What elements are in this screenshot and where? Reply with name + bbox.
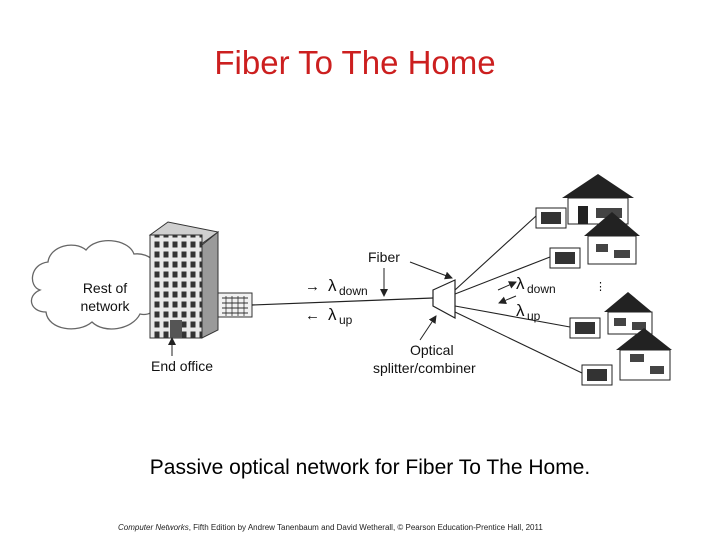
splitter-pointer (419, 315, 437, 341)
house-1 (535, 174, 634, 229)
fiber-pointer-right (409, 261, 453, 280)
end-office-building (148, 221, 220, 339)
svg-text:down: down (339, 284, 368, 298)
svg-text:λ: λ (516, 274, 525, 293)
svg-text:up: up (339, 313, 353, 327)
fiber-label: Fiber (368, 249, 400, 265)
rest-of-network-cloud: Rest of network (30, 239, 162, 330)
splitter-label-line2: splitter/combiner (373, 360, 476, 376)
svg-text:up: up (527, 309, 541, 323)
house-4 (581, 328, 672, 386)
end-office-label: End office (151, 358, 213, 374)
optical-splitter (432, 279, 456, 320)
right-up-wavelength: λ up (498, 295, 541, 323)
footer-book-title: Computer Networks (118, 523, 189, 532)
splitter-label-line1: Optical (410, 342, 454, 358)
optical-line-terminal (217, 292, 253, 318)
svg-text:λ: λ (328, 305, 337, 324)
house-3 (569, 292, 653, 339)
left-down-wavelength: → λ down (305, 276, 368, 298)
pon-diagram: Rest of network End office → λ down ← λ … (30, 174, 672, 386)
svg-text:down: down (527, 282, 556, 296)
footer-citation: Computer Networks, Fifth Edition by Andr… (118, 523, 543, 532)
more-houses-ellipsis: ⋮ (595, 281, 606, 293)
svg-text:λ: λ (516, 301, 525, 320)
house-2 (549, 212, 640, 269)
figure-caption: Passive optical network for Fiber To The… (149, 456, 591, 479)
slide-title: Fiber To The Home (214, 44, 496, 81)
left-down-arrow-glyph: → (305, 278, 320, 295)
trunk-fiber (251, 297, 434, 306)
svg-text:λ: λ (328, 276, 337, 295)
left-up-wavelength: ← λ up (305, 305, 353, 327)
distribution-fibers (454, 215, 583, 374)
footer-rest: , Fifth Edition by Andrew Tanenbaum and … (188, 523, 543, 532)
cloud-label-line1: Rest of (83, 280, 127, 296)
left-up-arrow-glyph: ← (305, 307, 320, 324)
cloud-label-line2: network (80, 298, 130, 314)
right-down-wavelength: λ down (497, 274, 556, 296)
